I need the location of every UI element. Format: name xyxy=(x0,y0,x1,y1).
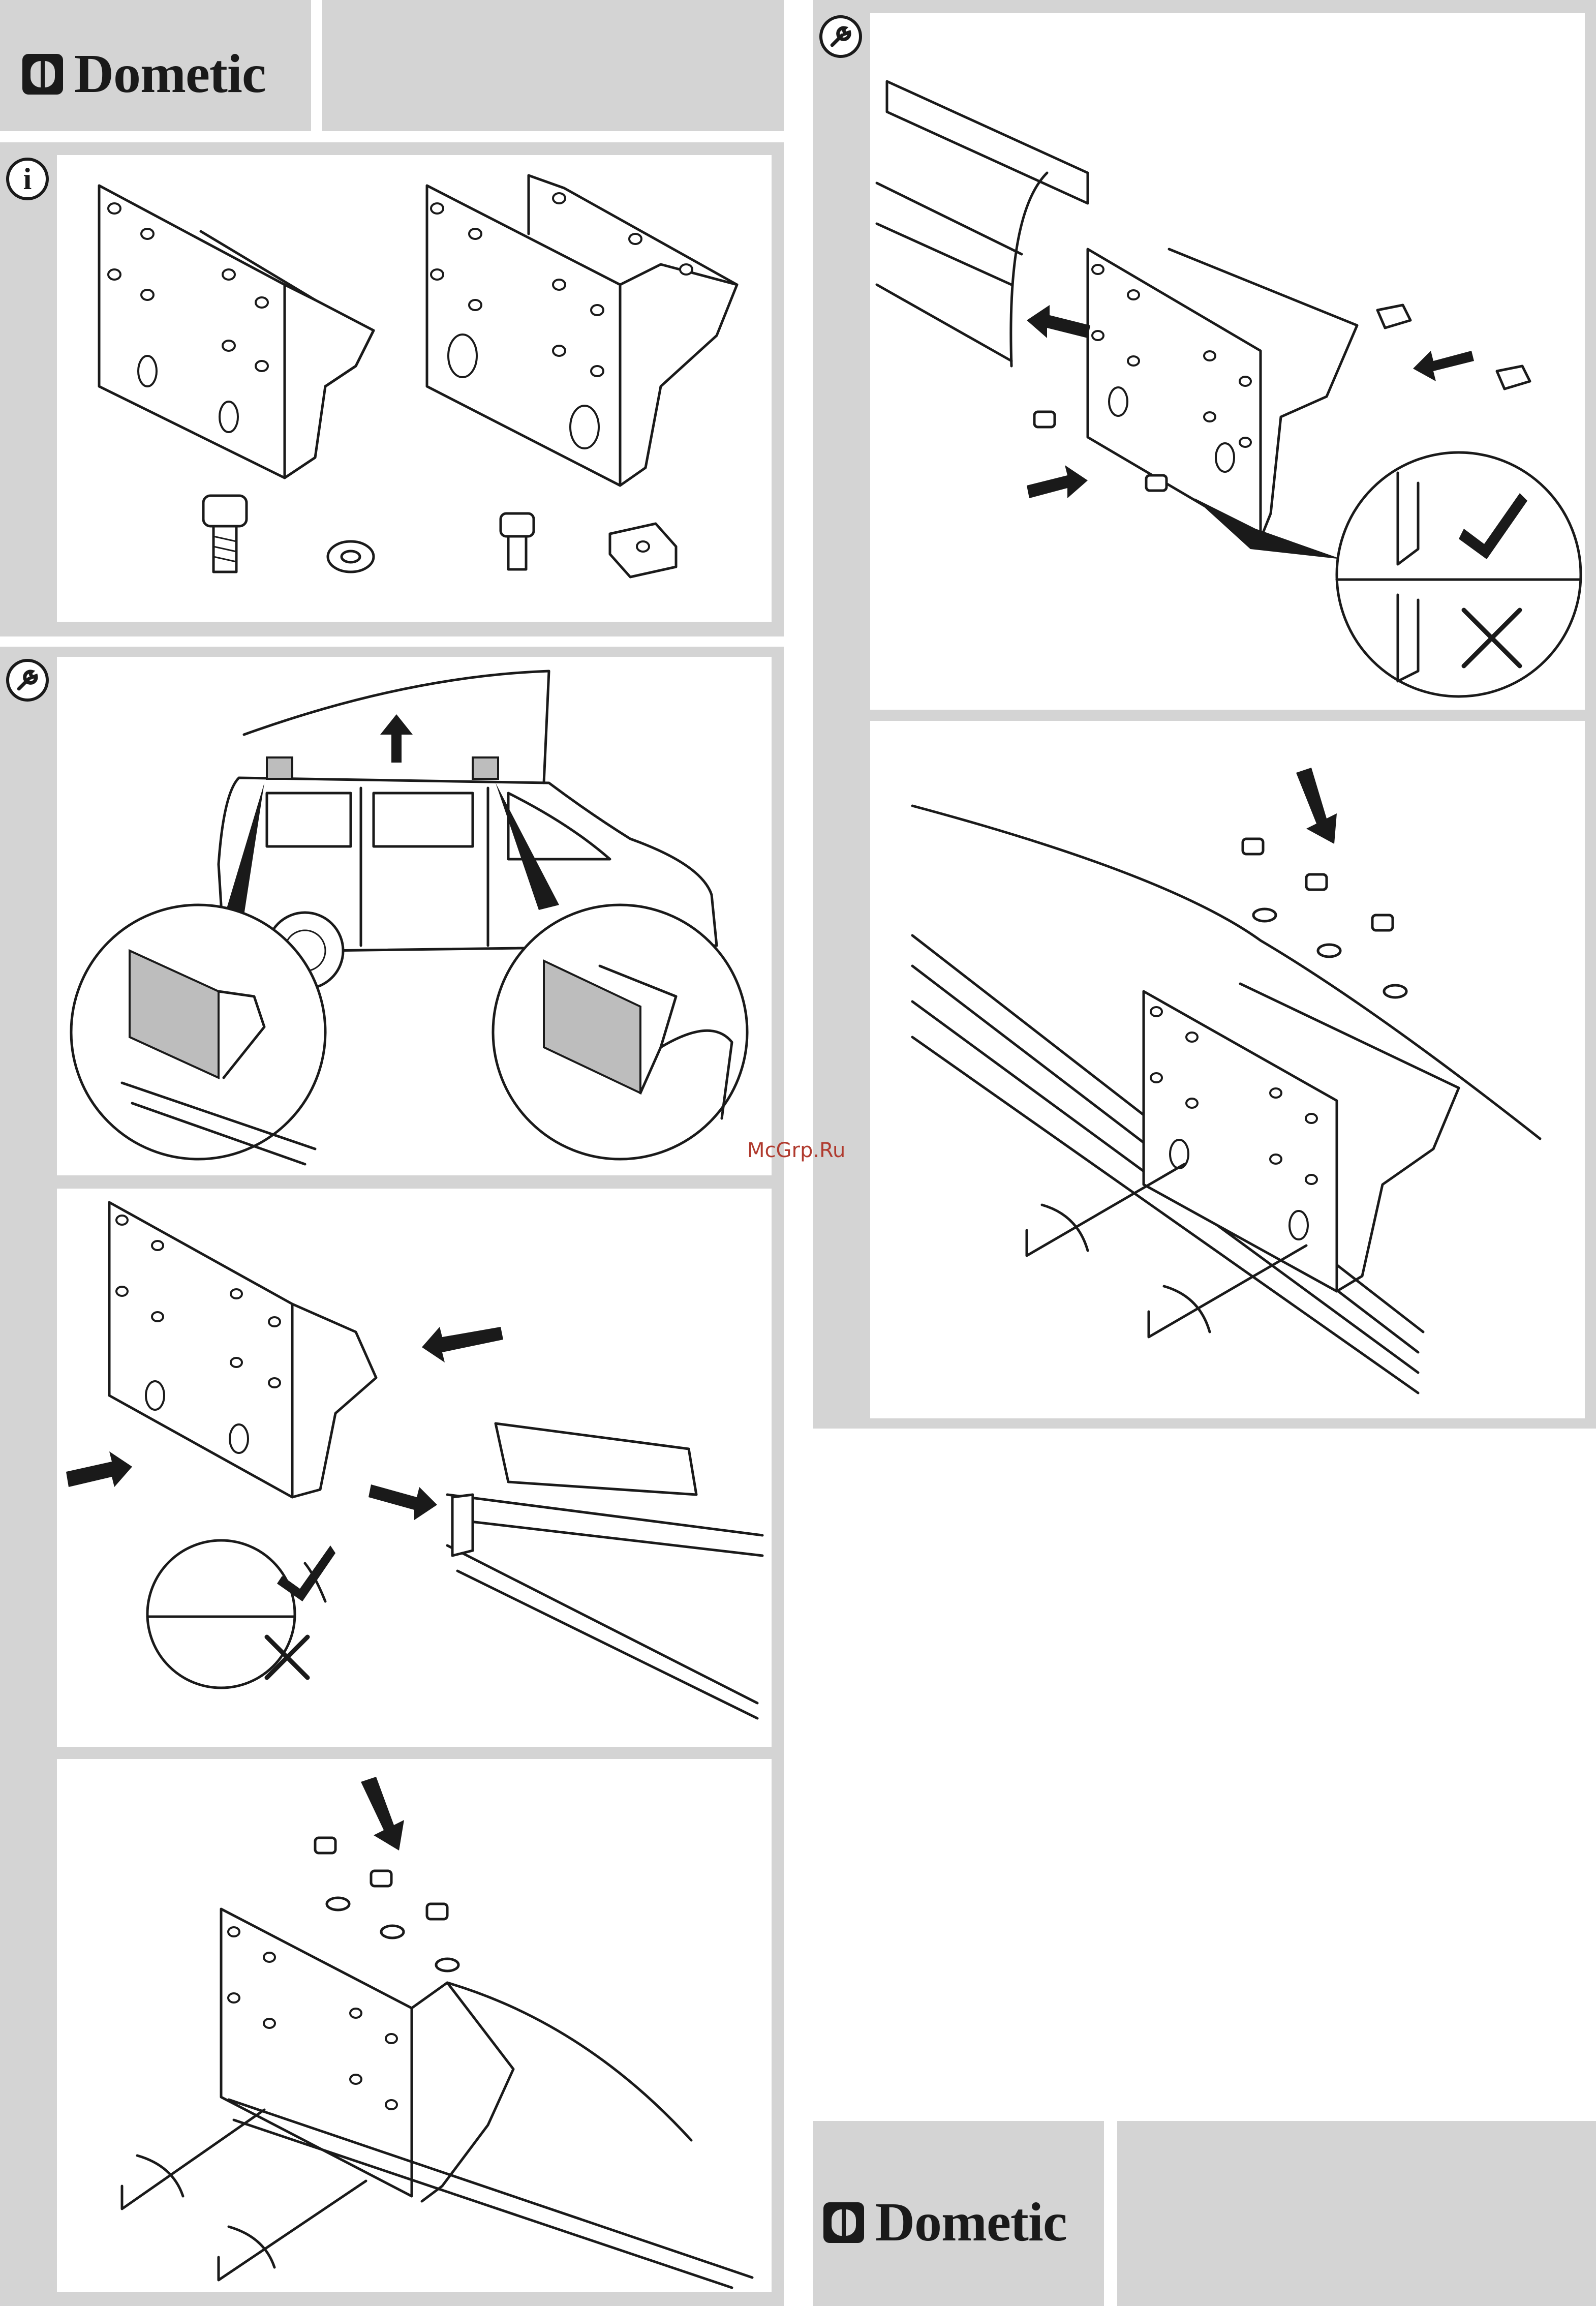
mounting-bracket-small xyxy=(99,186,374,478)
arrow-down-icon xyxy=(1296,768,1337,844)
mounting-bracket-large xyxy=(427,175,737,486)
arrow-left-icon xyxy=(422,1327,503,1362)
detail-circle-right-check xyxy=(1337,452,1581,696)
slot-nut-icon xyxy=(610,524,676,577)
rotate-arrow xyxy=(137,2156,183,2196)
watermark-text: McGrp.Ru xyxy=(747,1139,845,1162)
rail-profile xyxy=(447,1423,762,1718)
detail-circle-right xyxy=(493,905,747,1159)
arrow-left-icon xyxy=(1413,351,1474,381)
callout-pointer-left xyxy=(226,783,264,915)
arrow-right-icon xyxy=(369,1484,437,1520)
bolts-with-washers xyxy=(315,1838,458,1971)
bracket-slide-in xyxy=(109,1202,376,1497)
lift-arrow-icon xyxy=(380,714,413,763)
bracket-right-slide xyxy=(1088,249,1357,539)
arrow-right-icon xyxy=(1027,465,1088,498)
arrow-right-icon xyxy=(66,1451,132,1487)
bolt-small-icon xyxy=(501,513,534,569)
detail-circle-check xyxy=(147,1540,335,1688)
bolt-large-icon xyxy=(203,496,247,572)
detail-circle-left xyxy=(71,905,325,1164)
arrow-left-icon xyxy=(1027,305,1090,338)
bolts-with-washers-right xyxy=(1243,839,1406,997)
bracket-right-tighten xyxy=(1144,984,1459,1291)
bracket-tighten xyxy=(221,1909,752,2288)
arrow-down-icon xyxy=(361,1777,404,1850)
washer-hole xyxy=(342,551,360,562)
